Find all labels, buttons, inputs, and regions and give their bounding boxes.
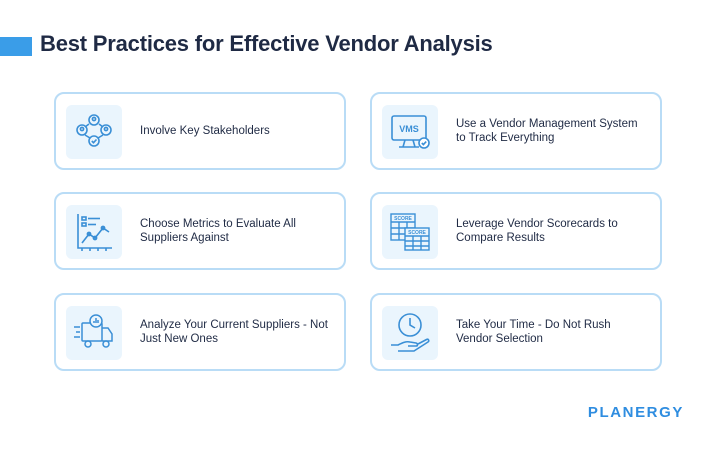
svg-text:SCORE: SCORE bbox=[394, 216, 412, 222]
brand-logo: PLANERGY bbox=[587, 404, 684, 421]
practice-card-stakeholders: Involve Key Stakeholders bbox=[54, 92, 346, 170]
vms-monitor-icon: VMS bbox=[382, 105, 438, 159]
stakeholders-icon bbox=[66, 105, 122, 159]
delivery-truck-icon bbox=[66, 306, 122, 360]
page-title: Best Practices for Effective Vendor Anal… bbox=[40, 31, 493, 56]
practice-label: Choose Metrics to Evaluate All Suppliers… bbox=[140, 218, 296, 244]
clock-hand-icon bbox=[382, 306, 438, 360]
svg-text:SCORE: SCORE bbox=[408, 230, 426, 236]
practice-card-current-suppliers: Analyze Your Current Suppliers - Not Jus… bbox=[54, 293, 346, 371]
practice-card-take-your-time: Take Your Time - Do Not Rush Vendor Sele… bbox=[370, 293, 662, 371]
practice-label: Analyze Your Current Suppliers - Not Jus… bbox=[140, 319, 328, 345]
practice-card-scorecards: SCORE SCORE Leverage Vendor Scorecards t… bbox=[370, 192, 662, 270]
metrics-chart-icon bbox=[66, 205, 122, 259]
scorecards-icon: SCORE SCORE bbox=[382, 205, 438, 259]
svg-text:VMS: VMS bbox=[399, 124, 419, 134]
practice-label: Take Your Time - Do Not Rush Vendor Sele… bbox=[456, 319, 611, 345]
practice-label: Involve Key Stakeholders bbox=[140, 125, 270, 137]
practice-label: Use a Vendor Management System to Track … bbox=[456, 118, 638, 144]
practice-card-vms: VMS Use a Vendor Management System to Tr… bbox=[370, 92, 662, 170]
practice-card-metrics: Choose Metrics to Evaluate All Suppliers… bbox=[54, 192, 346, 270]
title-accent-bar bbox=[0, 37, 32, 56]
practice-label: Leverage Vendor Scorecards to Compare Re… bbox=[456, 218, 618, 244]
